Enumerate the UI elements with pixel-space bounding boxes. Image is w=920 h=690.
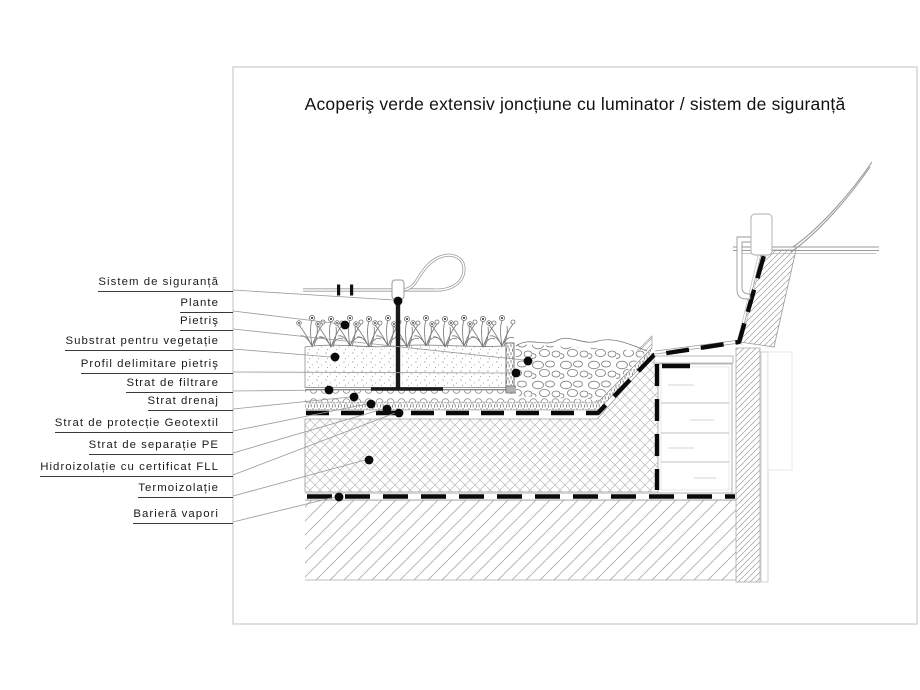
label-strat-drenaj: Strat drenaj bbox=[147, 393, 233, 411]
label-strat-protectie-geotextil: Strat de protecție Geotextil bbox=[54, 415, 233, 433]
structural-slab bbox=[305, 499, 736, 581]
safety-system bbox=[303, 253, 466, 391]
label-hidroizolatie-fll: Hidroizolație cu certificat FLL bbox=[40, 459, 233, 477]
vapor-barrier bbox=[305, 492, 736, 501]
label-substrat-vegetatie: Substrat pentru vegetație bbox=[65, 333, 233, 351]
leader-lines bbox=[232, 289, 525, 523]
leader-dots bbox=[324, 296, 533, 502]
label-strat-filtrare: Strat de filtrare bbox=[126, 375, 233, 393]
anchor-head bbox=[391, 279, 405, 300]
label-profil-delimitare: Profil delimitare pietriş bbox=[80, 356, 233, 374]
glazing-clamp-block bbox=[750, 213, 773, 256]
label-sistem-de-siguranta: Sistem de siguranță bbox=[98, 274, 233, 292]
drawing-title: Acoperiş verde extensiv joncțiune cu lum… bbox=[304, 94, 846, 114]
dome-glass bbox=[790, 166, 871, 253]
label-bariera-vapori: Barieră vapori bbox=[133, 506, 233, 524]
label-termoizolatie: Termoizolație bbox=[138, 480, 233, 498]
vegetation-substrate bbox=[304, 344, 506, 388]
skylight-curb bbox=[653, 249, 797, 583]
cable-clamp bbox=[350, 284, 354, 296]
gravel-strip bbox=[515, 337, 648, 400]
cable-clamp bbox=[337, 284, 341, 296]
waterproofing-membrane bbox=[306, 251, 768, 490]
label-plante: Plante bbox=[180, 295, 233, 313]
flashing-profile bbox=[736, 236, 763, 300]
label-pietris: Pietriş bbox=[180, 313, 233, 331]
skylight bbox=[733, 161, 879, 300]
label-strat-separatie-pe: Strat de separație PE bbox=[88, 437, 233, 455]
dome-glass bbox=[792, 161, 873, 248]
